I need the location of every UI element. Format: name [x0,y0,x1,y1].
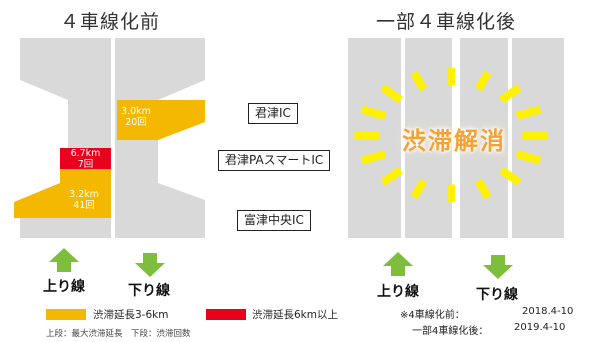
jam-red-count: 7回 [77,159,94,170]
jam-lower-label: 3.2km 41回 [60,189,108,211]
jam-orange-lower [14,169,111,218]
jam-upper-length: 3.0km [121,106,151,117]
direction-up-right: 上り線 [377,284,419,300]
burst-ray [499,166,522,186]
up-arrow-icon-left [49,248,79,272]
burst-ray [474,70,492,92]
up-arrow-icon-right [383,252,413,276]
jam-lower-length: 3.2km [69,189,99,200]
footnote-before-label: ※4車線化前： [400,310,465,321]
legend-red-swatch [206,309,246,320]
burst-ray [515,105,542,120]
jam-red-label: 6.7km 7回 [62,148,109,170]
direction-down-right: 下り線 [476,287,518,303]
road-before [14,38,205,238]
jam-solved-burst [354,67,548,203]
down-arrow-icon-left [135,253,165,277]
jam-lower-count: 41回 [73,200,95,211]
ic-label-kimitsu: 君津IC [248,103,298,124]
footnote-before-period: 2018.4-10 [522,306,574,317]
jam-red-length: 6.7km [70,148,101,159]
legend-orange-label: 渋滞延長3-6km [93,309,169,321]
burst-ray [474,178,492,200]
after-title: 一部４車線化後 [376,11,517,33]
burst-ray [410,178,428,200]
footnote-after-label: 一部4車線化後： [412,326,489,337]
direction-up-left: 上り線 [43,279,85,295]
road-after [348,38,564,238]
jam-upper-count: 20回 [125,117,147,128]
lane-divider-after-left [401,38,405,238]
legend-orange-swatch [46,309,86,320]
jam-upper-label: 3.0km 20回 [117,106,155,128]
direction-down-left: 下り線 [128,283,170,299]
down-arrow-icon-right [483,255,513,279]
burst-ray [360,150,387,165]
burst-ray [515,150,542,165]
footnote-after-period: 2019.4-10 [514,322,566,333]
burst-ray [380,84,403,104]
burst-ray [360,105,387,120]
before-title: ４車線化前 [60,11,161,33]
legend-note: 上段：最大渋滞延長 下段：渋滞回数 [46,329,191,339]
legend-red-label: 渋滞延長6km以上 [252,309,338,321]
burst-ray [410,70,428,92]
jam-red-lower [60,148,111,169]
jam-solved-text: 渋滞解消 [402,127,506,155]
lane-divider-after-right [508,38,512,238]
jam-orange-upper [117,100,205,140]
burst-ray [380,166,403,186]
ic-label-kimitsu-pa: 君津PAスマートIC [218,150,331,171]
ic-label-futtsu: 富津中央IC [237,210,311,231]
lane-divider-after-center [452,38,460,238]
burst-ray [499,84,522,104]
